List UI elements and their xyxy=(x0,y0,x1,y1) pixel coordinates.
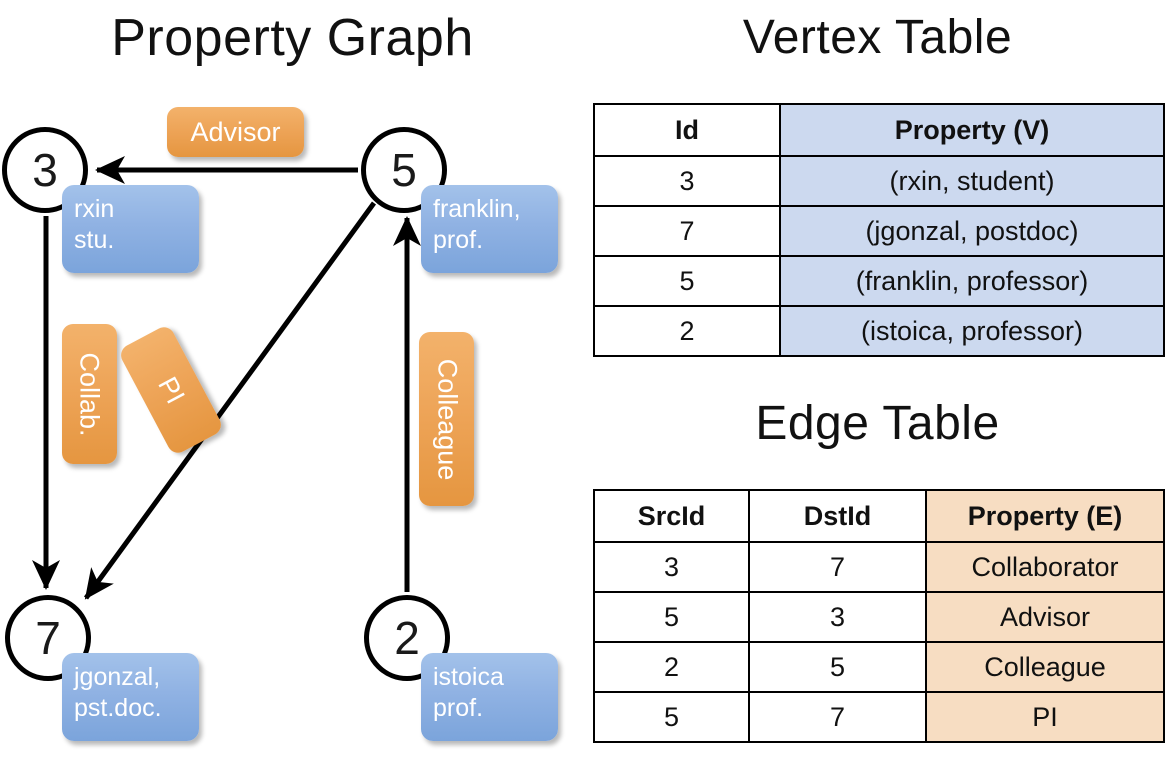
edge-label-colleague-text: Colleague xyxy=(432,358,462,480)
edge-label-collab-text: Collab. xyxy=(75,351,106,437)
graph-node-7-property-line-1: jgonzal, xyxy=(74,663,161,691)
table-row: 3 7 Collaborator xyxy=(593,541,1165,593)
graph-node-5-property-line-2: prof. xyxy=(433,225,484,254)
vertex-table: Id Property (V) 3 (rxin, student) 7 (jgo… xyxy=(593,103,1165,357)
vertex-table-header-row: Id Property (V) xyxy=(593,103,1165,157)
vertex-property-cell: (franklin, professor) xyxy=(779,255,1165,307)
edge-property-cell: PI xyxy=(925,691,1165,743)
edge-label-colleague: Colleague xyxy=(419,332,474,506)
edge-label-collab: Collab. xyxy=(62,324,117,464)
table-row: 5 3 Advisor xyxy=(593,591,1165,643)
edge-srcid-cell: 3 xyxy=(593,541,750,593)
graph-node-5-property-line-1: franklin, xyxy=(433,195,521,223)
vertex-property-cell: (rxin, student) xyxy=(779,155,1165,207)
graph-node-2-property-line-1: istoica xyxy=(433,663,504,691)
page-title-property-graph: Property Graph xyxy=(111,9,474,67)
graph-node-2-property-line-2: prof. xyxy=(433,693,484,722)
graph-edge-lines xyxy=(32,156,421,600)
table-row: 7 (jgonzal, postdoc) xyxy=(593,205,1165,257)
edge-srcid-cell: 5 xyxy=(593,691,750,743)
edge-property-cell: Collaborator xyxy=(925,541,1165,593)
edge-dstid-cell: 7 xyxy=(748,541,927,593)
edge-dstid-cell: 5 xyxy=(748,641,927,693)
edge-dstid-cell: 7 xyxy=(748,691,927,743)
edge-table: SrcId DstId Property (E) 3 7 Collaborato… xyxy=(593,489,1165,743)
vertex-id-cell: 2 xyxy=(593,305,781,357)
table-row: 5 (franklin, professor) xyxy=(593,255,1165,307)
graph-node-7-property-line-2: pst.doc. xyxy=(74,693,162,722)
graph-node-5[interactable]: 5 xyxy=(361,127,447,213)
table-row: 2 5 Colleague xyxy=(593,641,1165,693)
edge-table-header-property: Property (E) xyxy=(925,489,1165,543)
graph-node-2-property-box: istoica prof. xyxy=(421,653,558,741)
table-row: 2 (istoica, professor) xyxy=(593,305,1165,357)
vertex-table-header-property: Property (V) xyxy=(779,103,1165,157)
vertex-id-cell: 3 xyxy=(593,155,781,207)
table-row: 5 7 PI xyxy=(593,691,1165,743)
graph-node-7-property-box: jgonzal, pst.doc. xyxy=(62,653,199,741)
graph-node-2[interactable]: 2 xyxy=(364,595,450,681)
graph-node-3-property-line-1: rxin xyxy=(74,195,115,223)
graph-node-5-property-box: franklin, prof. xyxy=(421,185,558,273)
vertex-id-cell: 5 xyxy=(593,255,781,307)
graph-node-3-property-box: rxin stu. xyxy=(62,185,199,273)
vertex-table-header-id: Id xyxy=(593,103,781,157)
edge-5-to-7 xyxy=(83,201,377,600)
property-graph-diagram: 3 rxin stu. 5 franklin, prof. 7 jgonzal,… xyxy=(2,107,558,741)
edge-table-header-srcid: SrcId xyxy=(593,489,750,543)
edge-srcid-cell: 5 xyxy=(593,591,750,643)
edge-label-pi-text: PI xyxy=(152,371,191,409)
edge-property-cell: Advisor xyxy=(925,591,1165,643)
table-row: 3 (rxin, student) xyxy=(593,155,1165,207)
edge-srcid-cell: 2 xyxy=(593,641,750,693)
vertex-property-cell: (istoica, professor) xyxy=(779,305,1165,357)
edge-table-header-dstid: DstId xyxy=(748,489,927,543)
vertex-id-cell: 7 xyxy=(593,205,781,257)
edge-dstid-cell: 3 xyxy=(748,591,927,643)
graph-node-3-property-line-2: stu. xyxy=(74,225,115,254)
edge-table-header-row: SrcId DstId Property (E) xyxy=(593,489,1165,543)
edge-property-cell: Colleague xyxy=(925,641,1165,693)
vertex-property-cell: (jgonzal, postdoc) xyxy=(779,205,1165,257)
page-title-vertex-table: Vertex Table xyxy=(742,11,1013,64)
edge-label-advisor: Advisor xyxy=(167,107,304,157)
page-title-edge-table: Edge Table xyxy=(755,397,1000,450)
